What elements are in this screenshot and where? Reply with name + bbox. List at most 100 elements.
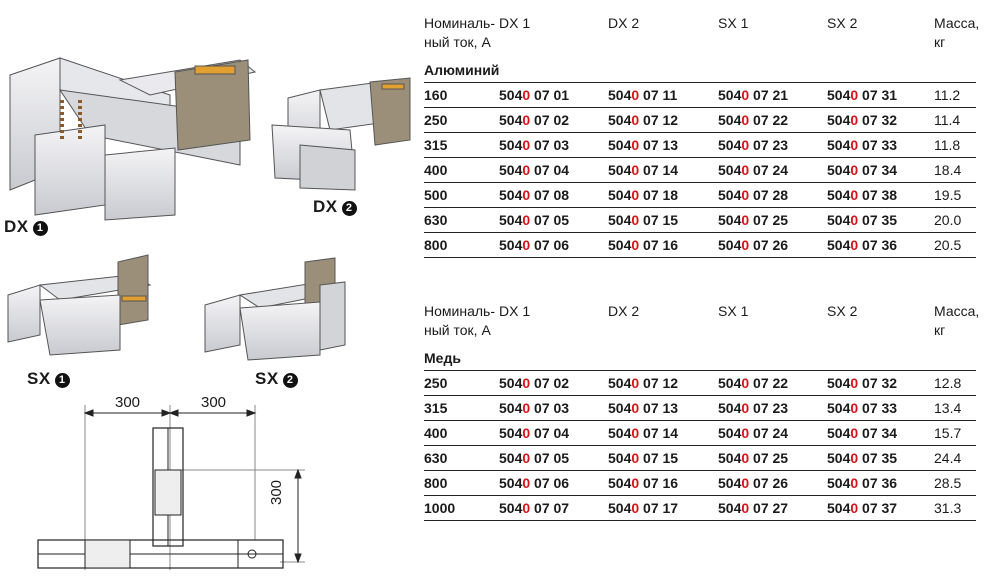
article-part: 07 32 — [858, 375, 898, 391]
article-part: 504 — [827, 112, 851, 128]
header-current: Номиналь-ный ток, А — [424, 14, 495, 52]
article-part: 504 — [718, 400, 742, 416]
cell-dx1-article: 5040 07 07 — [499, 496, 569, 520]
article-part: 07 05 — [530, 212, 570, 228]
article-part: 07 04 — [530, 425, 570, 441]
cell-dx2-article: 5040 07 12 — [608, 371, 678, 395]
article-part: 07 15 — [639, 450, 679, 466]
label-sx1-text: SX — [27, 369, 51, 388]
cell-current: 800 — [424, 237, 448, 253]
cell-sx2-article: 5040 07 35 — [827, 208, 897, 232]
cell-sx1-article: 5040 07 24 — [718, 158, 788, 182]
article-highlight-digit: 0 — [741, 112, 750, 128]
copper-table: Номиналь-ный ток, А DX 1 DX 2 SX 1 SX 2 … — [424, 302, 979, 521]
article-part: 504 — [608, 450, 632, 466]
article-part: 504 — [608, 137, 632, 153]
label-dx2-text: DX — [313, 197, 338, 216]
article-part: 504 — [827, 475, 851, 491]
cell-sx1-article: 5040 07 22 — [718, 108, 788, 132]
article-part: 07 04 — [530, 162, 570, 178]
article-highlight-digit: 0 — [631, 400, 640, 416]
article-part: 504 — [827, 400, 851, 416]
article-part: 07 14 — [639, 425, 679, 441]
badge-2-icon: 2 — [282, 373, 298, 388]
article-highlight-digit: 0 — [631, 425, 640, 441]
table-header: Номиналь-ный ток, А DX 1 DX 2 SX 1 SX 2 … — [424, 302, 979, 346]
aluminium-title: Алюминий — [424, 58, 976, 83]
cell-mass: 18.4 — [934, 162, 962, 178]
article-part: 504 — [608, 112, 632, 128]
article-part: 504 — [499, 500, 523, 516]
cell-sx2-article: 5040 07 31 — [827, 83, 897, 107]
aluminium-table: Номиналь-ный ток, А DX 1 DX 2 SX 1 SX 2 … — [424, 14, 979, 258]
article-highlight-digit: 0 — [741, 212, 750, 228]
article-part: 504 — [499, 87, 523, 103]
cell-sx2-article: 5040 07 36 — [827, 471, 897, 495]
cell-dx2-article: 5040 07 15 — [608, 208, 678, 232]
article-highlight-digit: 0 — [631, 450, 640, 466]
article-part: 07 02 — [530, 375, 570, 391]
article-part: 07 35 — [858, 212, 898, 228]
article-part: 504 — [718, 450, 742, 466]
cell-sx2-article: 5040 07 32 — [827, 371, 897, 395]
cell-current: 1000 — [424, 500, 456, 516]
cell-current: 800 — [424, 475, 448, 491]
article-highlight-digit: 0 — [850, 212, 859, 228]
article-part: 07 02 — [530, 112, 570, 128]
cell-mass: 20.0 — [934, 212, 962, 228]
header-mass-line1: Масса, — [934, 303, 980, 319]
article-highlight-digit: 0 — [741, 450, 750, 466]
article-highlight-digit: 0 — [850, 375, 859, 391]
article-highlight-digit: 0 — [631, 137, 640, 153]
article-part: 07 26 — [749, 237, 789, 253]
cell-current: 400 — [424, 162, 448, 178]
article-part: 07 16 — [639, 237, 679, 253]
article-part: 07 13 — [639, 137, 679, 153]
article-highlight-digit: 0 — [741, 375, 750, 391]
article-highlight-digit: 0 — [522, 87, 531, 103]
article-part: 07 22 — [749, 375, 789, 391]
header-mass: Масса,кг — [934, 302, 979, 340]
cell-sx1-article: 5040 07 23 — [718, 396, 788, 420]
article-highlight-digit: 0 — [631, 375, 640, 391]
header-dx2: DX 2 — [608, 15, 640, 31]
article-part: 504 — [608, 162, 632, 178]
cell-sx2-article: 5040 07 34 — [827, 158, 897, 182]
article-part: 07 32 — [858, 112, 898, 128]
article-highlight-digit: 0 — [850, 162, 859, 178]
article-part: 07 33 — [858, 137, 898, 153]
article-part: 504 — [827, 425, 851, 441]
dim-right: 300 — [201, 394, 227, 411]
header-current: Номиналь-ный ток, А — [424, 302, 495, 340]
article-highlight-digit: 0 — [850, 87, 859, 103]
article-part: 07 06 — [530, 475, 570, 491]
article-part: 07 25 — [749, 450, 789, 466]
cell-sx1-article: 5040 07 24 — [718, 421, 788, 445]
dim-vertical: 300 — [268, 479, 285, 505]
article-part: 504 — [499, 475, 523, 491]
cell-sx2-article: 5040 07 33 — [827, 396, 897, 420]
article-highlight-digit: 0 — [631, 162, 640, 178]
cell-current: 315 — [424, 400, 448, 416]
article-highlight-digit: 0 — [631, 212, 640, 228]
article-highlight-digit: 0 — [631, 87, 640, 103]
article-part: 504 — [718, 237, 742, 253]
dimension-drawing — [37, 405, 305, 570]
cell-sx2-article: 5040 07 36 — [827, 233, 897, 257]
sx1-tee-unit-illustration — [7, 254, 152, 356]
cell-current: 315 — [424, 137, 448, 153]
cell-dx2-article: 5040 07 16 — [608, 233, 678, 257]
header-sx1: SX 1 — [718, 303, 749, 319]
cell-mass: 24.4 — [934, 450, 962, 466]
article-part: 504 — [827, 212, 851, 228]
article-part: 504 — [608, 375, 632, 391]
article-part: 504 — [718, 500, 742, 516]
article-part: 07 35 — [858, 450, 898, 466]
article-highlight-digit: 0 — [741, 237, 750, 253]
